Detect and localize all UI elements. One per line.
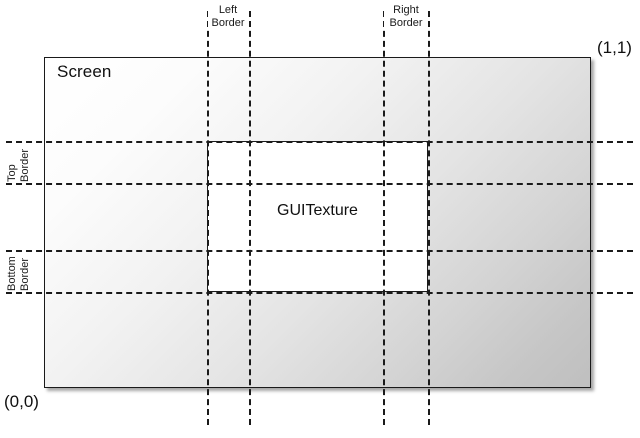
bottom-border-label-line2: Border bbox=[19, 257, 31, 291]
bottom-border-label-line1: Bottom bbox=[6, 256, 18, 291]
bottom-border-label: Bottom Border bbox=[6, 256, 32, 291]
top-border-label-line1: Top bbox=[6, 164, 18, 182]
top-border-label-line2: Border bbox=[19, 148, 31, 182]
right-border-label-line1: Right bbox=[393, 4, 419, 16]
top-border-label: Top Border bbox=[6, 149, 32, 182]
guitexture-rectangle bbox=[207, 141, 428, 292]
right-border-label: Right Border bbox=[384, 4, 428, 30]
guide-line-top-border-outer bbox=[6, 141, 633, 143]
guide-line-top-border-inner bbox=[6, 183, 633, 185]
coordinate-top-right: (1,1) bbox=[597, 38, 632, 57]
guide-line-left-border-outer bbox=[249, 11, 251, 425]
screen-label: Screen bbox=[57, 62, 112, 81]
left-border-label-line2: Border bbox=[211, 17, 245, 29]
guide-line-right-border-outer bbox=[428, 11, 430, 425]
guide-line-bottom-border-inner bbox=[6, 250, 633, 252]
guide-line-left-border-inner bbox=[207, 11, 209, 425]
left-border-label-line1: Left bbox=[218, 4, 238, 16]
left-border-label: Left Border bbox=[208, 4, 248, 30]
right-border-label-line2: Border bbox=[389, 17, 423, 29]
guide-line-bottom-border-outer bbox=[6, 292, 633, 294]
guitexture-label: GUITexture bbox=[277, 202, 358, 219]
coordinate-bottom-left: (0,0) bbox=[4, 392, 39, 411]
guide-line-right-border-inner bbox=[383, 11, 385, 425]
